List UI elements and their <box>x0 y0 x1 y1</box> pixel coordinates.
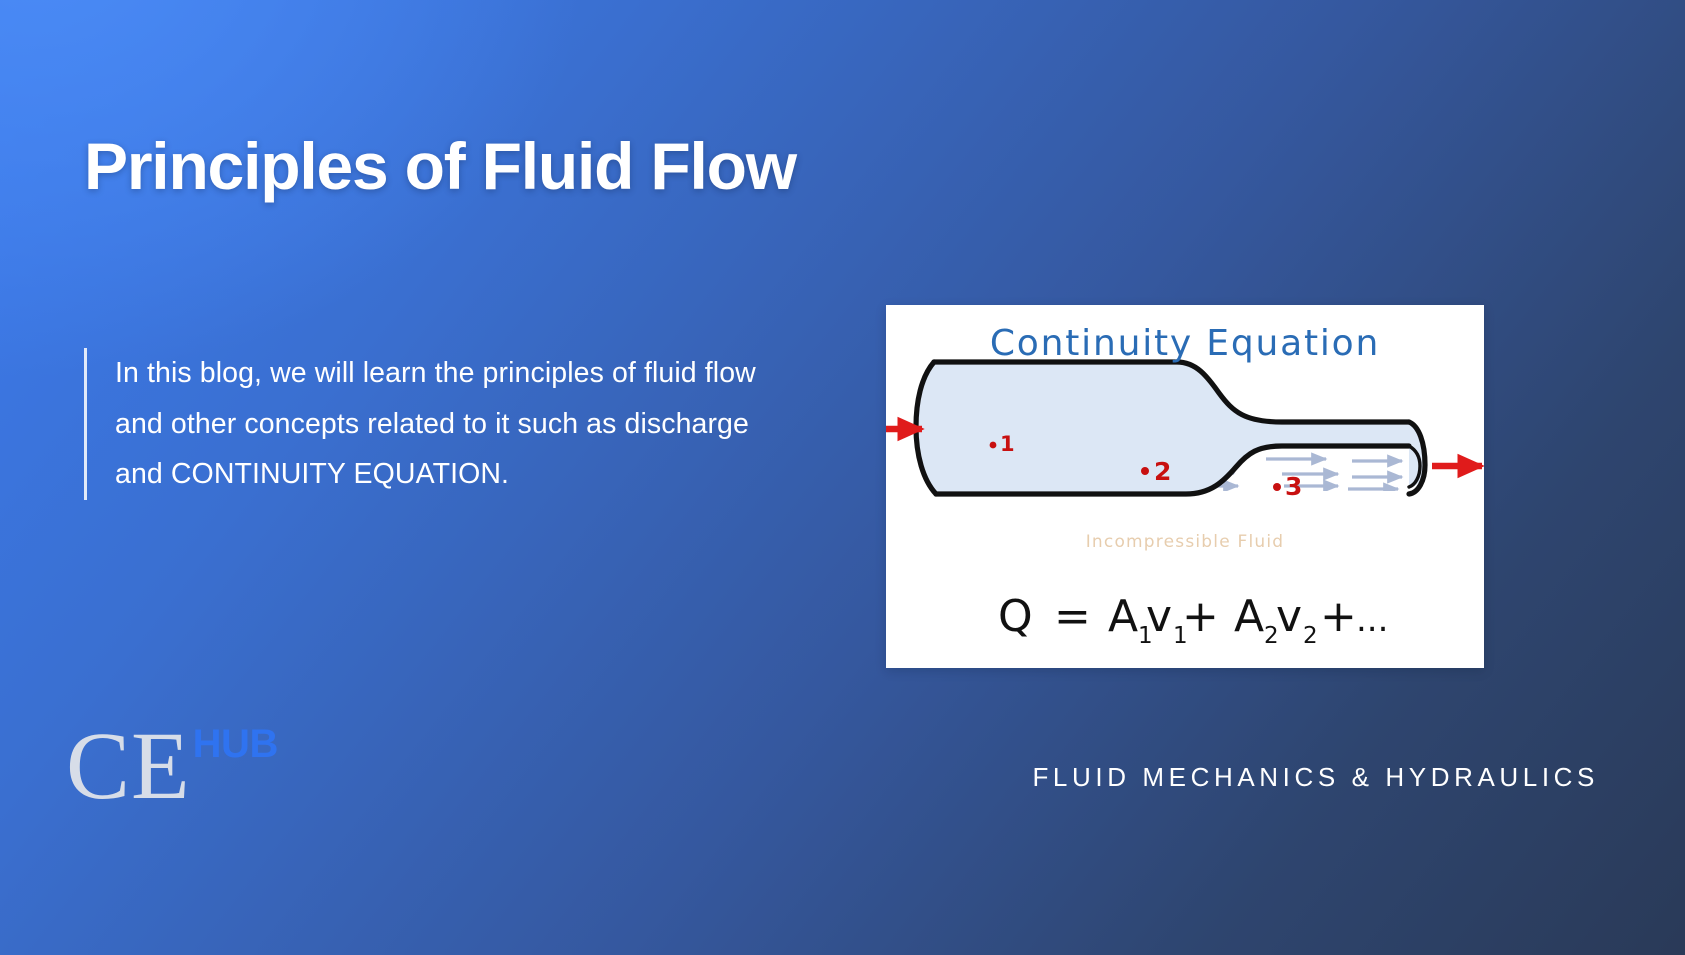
section-point-3: 3 <box>1273 472 1302 501</box>
equation-term1-area: A <box>1108 591 1138 642</box>
equation-term2-area: A <box>1234 591 1264 642</box>
page-title: Principles of Fluid Flow <box>84 129 797 203</box>
equation-plus-2: + <box>1320 591 1357 642</box>
section-point-2-label: 2 <box>1154 457 1171 486</box>
logo-word-hub: HUB <box>192 722 279 766</box>
diagram-title-text: Continuity Equation <box>990 323 1380 364</box>
equation-plus-1: + <box>1182 591 1219 642</box>
equation-term1-vel-sub: 1 <box>1173 623 1188 649</box>
equation-term1-area-sub: 1 <box>1138 623 1153 649</box>
equation-term2-area-sub: 2 <box>1264 623 1279 649</box>
section-point-2: 2 <box>1141 457 1171 486</box>
blurb-text: In this blog, we will learn the principl… <box>115 357 756 491</box>
logo-mark-ce: CE <box>66 711 191 819</box>
equation-lhs: Q <box>998 591 1033 642</box>
section-point-1-label: 1 <box>1000 432 1015 456</box>
equation-ellipsis: ... <box>1356 600 1388 640</box>
incompressible-fluid-caption: Incompressible Fluid <box>1086 532 1285 552</box>
section-point-3-label: 3 <box>1285 472 1302 501</box>
section-point-1: 1 <box>989 432 1015 456</box>
cehub-logo[interactable]: CE HUB <box>66 711 279 819</box>
equation-term2-vel-sub: 2 <box>1303 623 1318 649</box>
continuity-equation-figure: 1 2 3 Continuity Equation Continuity Equ… <box>886 305 1484 668</box>
equation-term2-vel: v <box>1276 591 1302 642</box>
equation-term1-vel: v <box>1146 591 1172 642</box>
equation-equals: = <box>1054 591 1091 642</box>
pipe-outline <box>913 359 1428 497</box>
footer-tagline: FLUID MECHANICS & HYDRAULICS <box>1032 762 1599 792</box>
blurb-container: In this blog, we will learn the principl… <box>84 348 804 501</box>
continuity-equation: Q = A 1 v 1 + A 2 v 2 + ... <box>998 591 1388 649</box>
pipe-body <box>917 362 1424 493</box>
